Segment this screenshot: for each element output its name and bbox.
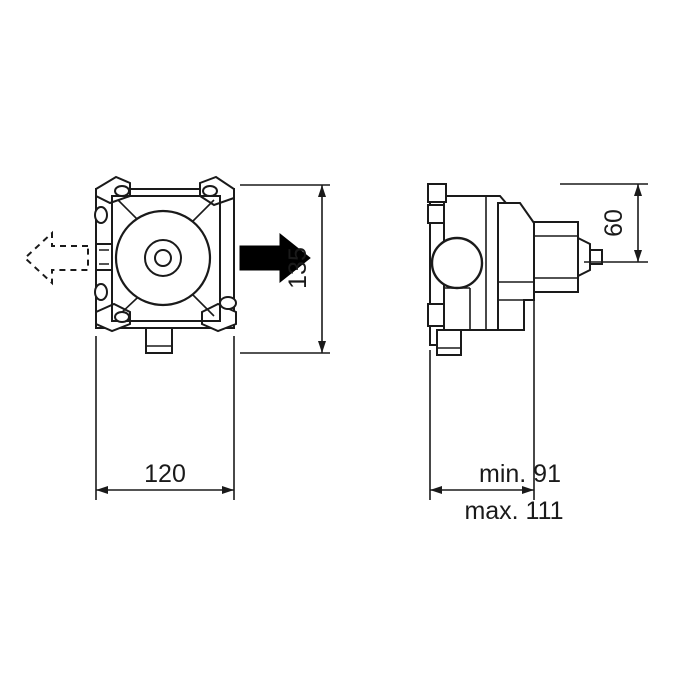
screw-hole-left-mid-lower <box>94 283 108 301</box>
side-end-nub <box>589 249 603 265</box>
dim-arrow-depth-min-left <box>430 486 442 494</box>
front-dimension-lines <box>95 184 330 500</box>
flow-arrow-dashed-left <box>23 230 89 286</box>
side-mid-housing <box>497 202 535 331</box>
front-view <box>94 175 237 354</box>
front-left-port-block <box>95 243 113 271</box>
side-left-step-upper <box>427 204 445 224</box>
side-rear-connector <box>533 221 579 293</box>
screw-hole-left-mid-upper <box>94 206 108 224</box>
dim-label-depth-min: min. 91 <box>479 460 561 488</box>
front-bottom-outlet <box>145 327 173 354</box>
flow-arrow-solid-right <box>239 232 311 284</box>
dim-label-depth-max: max. 111 <box>464 497 563 525</box>
side-cartridge-circle <box>430 236 484 290</box>
screw-hole-bottom-left <box>114 311 130 323</box>
dim-arrow-height-bottom <box>318 341 326 353</box>
dim-arrow-top-height-down <box>634 250 642 262</box>
dim-label-width: 120 <box>144 460 186 488</box>
side-bottom-outlet <box>436 329 462 356</box>
dim-arrow-width-left <box>96 486 108 494</box>
dim-arrow-height-top <box>318 185 326 197</box>
side-dimension-lines <box>429 183 648 500</box>
side-end-cap <box>577 236 591 278</box>
front-inner-frame <box>111 195 221 322</box>
screw-hole-top-right <box>202 185 218 197</box>
dim-label-top-height: 60 <box>600 209 628 237</box>
side-view <box>427 183 603 356</box>
dim-label-height: 135 <box>284 247 312 289</box>
dim-arrow-top-height-up <box>634 184 642 196</box>
side-left-step-lower <box>427 303 445 327</box>
dim-arrow-width-right <box>222 486 234 494</box>
screw-hole-top-left <box>114 185 130 197</box>
dim-arrow-depth-min-right <box>522 486 534 494</box>
screw-hole-bottom-right <box>219 296 237 310</box>
side-top-tab <box>427 183 447 203</box>
cartridge-inner-circle <box>154 249 172 267</box>
